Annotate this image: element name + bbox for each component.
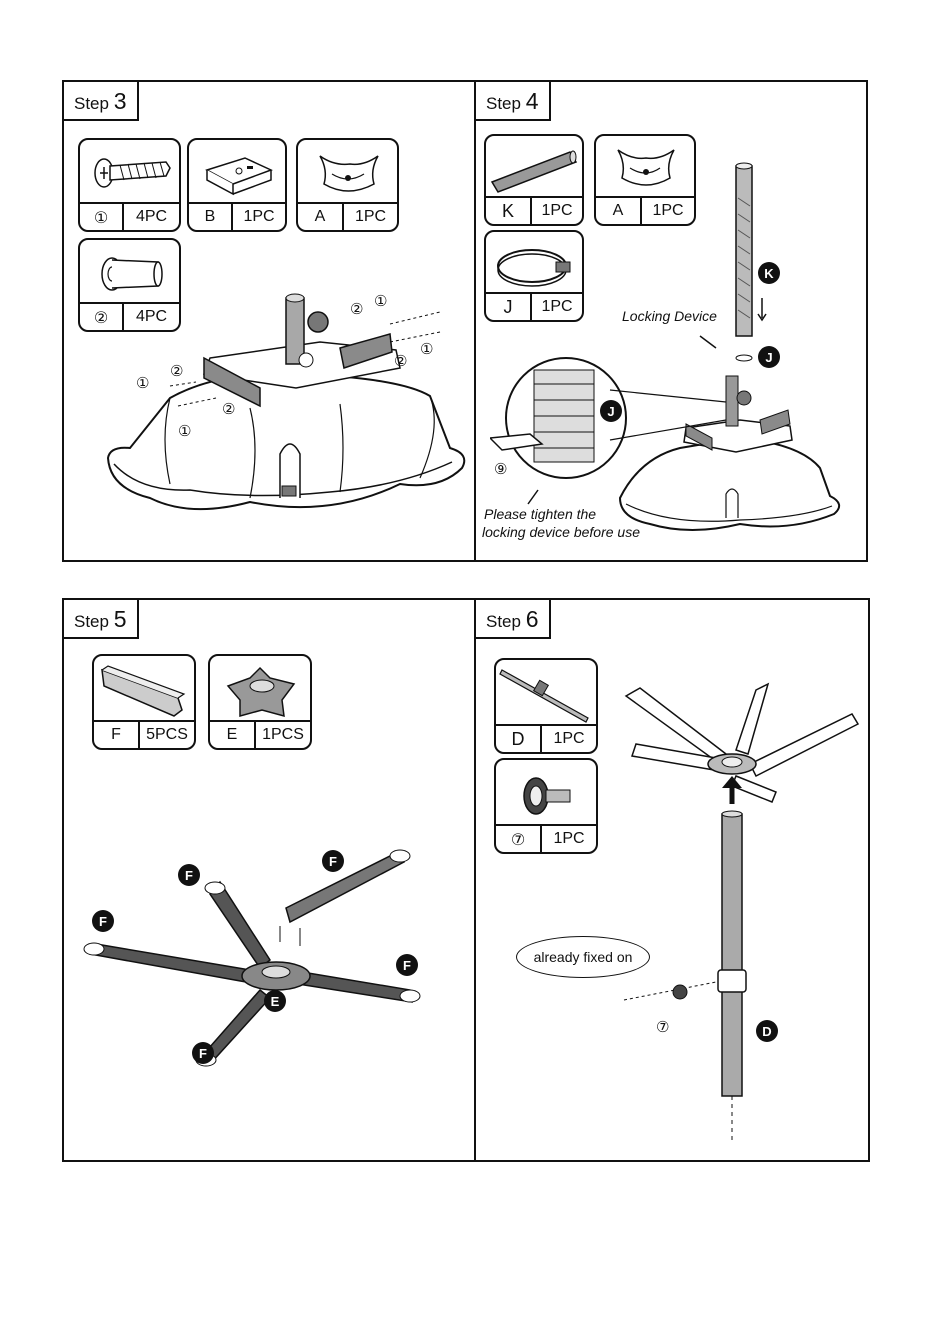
step-3-tab: Step 3 [62, 80, 139, 121]
badge-k: K [758, 262, 780, 284]
mark-7: ⑦ [656, 1018, 669, 1036]
already-fixed-bubble: already fixed on [516, 936, 650, 978]
badge-e: E [264, 990, 286, 1012]
part-hub-e: E 1PCS [208, 654, 312, 750]
hub-e-image [210, 656, 310, 722]
part-screw-1: ① 4PC [78, 138, 181, 232]
step-4-label: Step [486, 94, 521, 113]
part-label-row: ① 4PC [80, 202, 179, 230]
step-6-number: 6 [526, 606, 539, 632]
step-4-tab: Step 4 [474, 80, 551, 121]
step-5-tab: Step 5 [62, 598, 139, 639]
part-holder-a: A 1PC [296, 138, 399, 232]
part-label-row: E 1PCS [210, 720, 310, 748]
part-knob-7: ⑦ 1PC [494, 758, 598, 854]
screw-mark: ② [350, 300, 363, 318]
part-code: B [189, 204, 233, 230]
part-qty: 1PC [542, 826, 596, 852]
part-label-row: D 1PC [496, 724, 596, 752]
locking-device-label: Locking Device [622, 308, 717, 324]
screw-mark: ② [222, 400, 235, 418]
screw-mark: ① [420, 340, 433, 358]
step-5-panel: Step 5 F 5PCS E 1PCS [62, 598, 476, 1162]
screw-mark: ② [170, 362, 183, 380]
tighten-note-line-1: Please tighten the [484, 506, 596, 522]
screw-mark: ① [374, 292, 387, 310]
step-3-number: 3 [114, 88, 127, 114]
part-code: ⑦ [496, 826, 542, 852]
leg-f-image [94, 656, 194, 722]
screw-image [80, 140, 179, 204]
step-6-illustration [616, 680, 866, 1150]
step-6-label: Step [486, 612, 521, 631]
step-3-panel: Step 3 ① 4PC [62, 80, 476, 562]
part-code: A [298, 204, 344, 230]
part-qty: 4PC [124, 204, 179, 230]
part-qty: 1PCS [256, 722, 310, 748]
part-code: D [496, 726, 542, 752]
screw-mark: ① [136, 374, 149, 392]
tighten-note-line-2: locking device before use [482, 524, 640, 540]
badge-f: F [396, 954, 418, 976]
screw-mark: ① [178, 422, 191, 440]
bracket-image [189, 140, 285, 204]
badge-f: F [178, 864, 200, 886]
step-5-number: 5 [114, 606, 127, 632]
part-label-row: F 5PCS [94, 720, 194, 748]
part-qty: 1PC [542, 726, 596, 752]
badge-d: D [756, 1020, 778, 1042]
knob-image [496, 760, 596, 826]
part-bracket-b: B 1PC [187, 138, 287, 232]
step-4-panel: Step 4 K 1PC A 1PC [474, 80, 868, 562]
part-code: E [210, 722, 256, 748]
step-5-label: Step [74, 612, 109, 631]
part-qty: 1PC [344, 204, 397, 230]
badge-f: F [322, 850, 344, 872]
pole-d-image [496, 660, 596, 726]
part-leg-f: F 5PCS [92, 654, 196, 750]
already-fixed-text: already fixed on [534, 949, 633, 965]
part-label-row: ⑦ 1PC [496, 824, 596, 852]
screw-mark: ② [394, 352, 407, 370]
part-qty: 5PCS [140, 722, 194, 748]
part-label-row: B 1PC [189, 202, 285, 230]
step-6-tab: Step 6 [474, 598, 551, 639]
base-assembly-illustration [100, 278, 470, 548]
badge-j-magnified: J [600, 400, 622, 422]
holder-image [298, 140, 397, 204]
part-qty: 1PC [233, 204, 285, 230]
mark-9: ⑨ [494, 460, 507, 478]
part-code: ① [80, 204, 124, 230]
step-3-label: Step [74, 94, 109, 113]
badge-j: J [758, 346, 780, 368]
step-4-number: 4 [526, 88, 539, 114]
step-6-panel: Step 6 D 1PC ⑦ 1PC [474, 598, 870, 1162]
step-4-illustration [490, 158, 868, 558]
part-pole-d: D 1PC [494, 658, 598, 754]
part-code: F [94, 722, 140, 748]
badge-f: F [192, 1042, 214, 1064]
badge-f: F [92, 910, 114, 932]
part-label-row: A 1PC [298, 202, 397, 230]
